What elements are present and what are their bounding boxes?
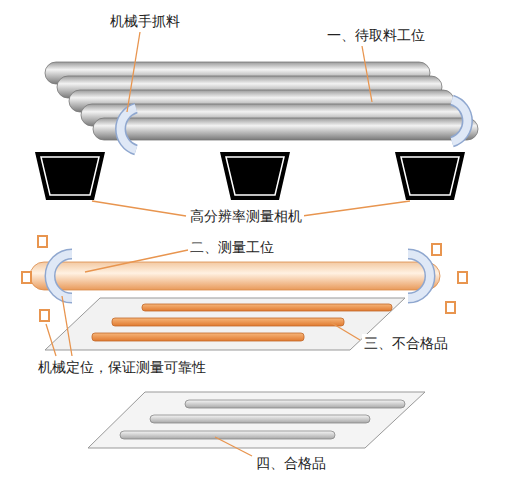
- callout-label: 四、合格品: [254, 454, 328, 472]
- callout-label: 高分辨率测量相机: [188, 207, 304, 225]
- callout-label: 二、测量工位: [188, 238, 276, 256]
- measured-tube: [30, 262, 440, 290]
- leader-lines: [46, 32, 410, 456]
- cameras: [35, 152, 465, 200]
- callout-label: 机械定位，保证测量可靠性: [36, 358, 208, 376]
- measure-grippers: [50, 254, 430, 298]
- accepted-tubes: [120, 400, 405, 439]
- reject-plate: [45, 298, 405, 350]
- callout-label: 一、待取料工位: [325, 26, 427, 44]
- accept-plate: [88, 392, 425, 448]
- robot-grippers: [121, 100, 468, 150]
- callout-label: 三、不合格品: [362, 334, 450, 352]
- callout-label: 机械手抓料: [108, 12, 182, 30]
- reject-tubes: [92, 304, 392, 341]
- waiting-tubes: [45, 62, 478, 140]
